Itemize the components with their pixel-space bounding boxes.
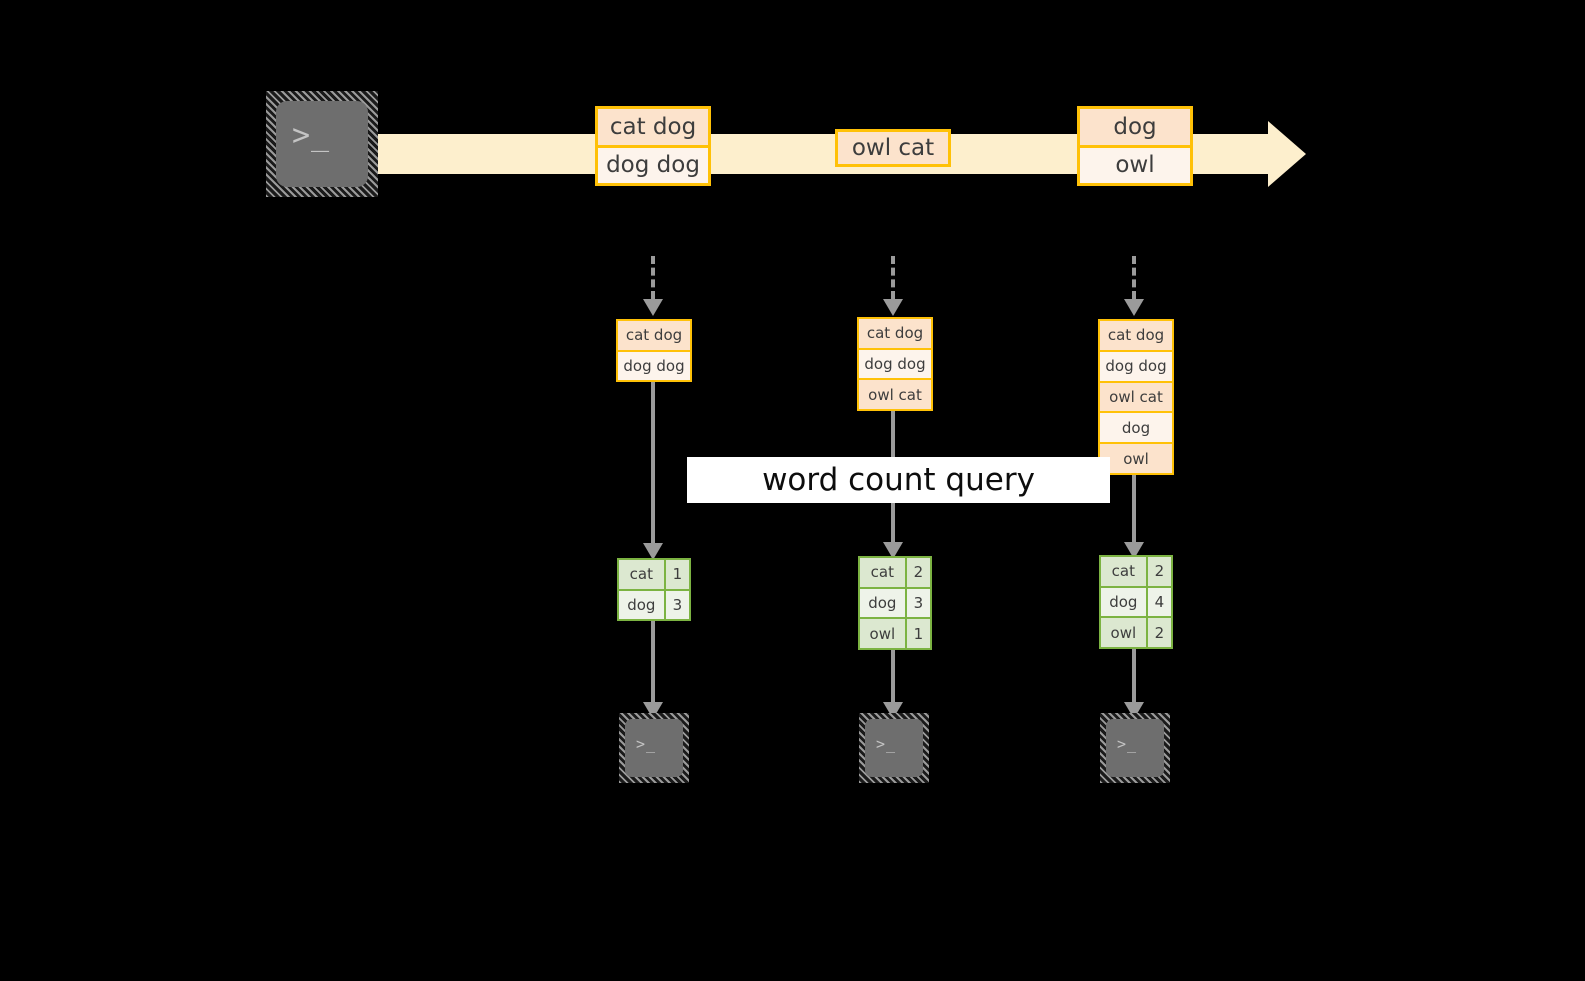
result-word: cat	[860, 558, 905, 587]
result-count: 2	[904, 558, 930, 587]
sink-terminal-icon-3[interactable]: >_	[1100, 713, 1170, 783]
result-to-sink-arrow	[643, 621, 663, 719]
stream-to-snapshot-arrow	[643, 256, 663, 316]
result-count: 1	[663, 560, 689, 589]
result-word: dog	[860, 588, 905, 618]
query-banner-label: word count query	[762, 462, 1035, 498]
stream-arrowhead	[1268, 121, 1306, 187]
stream-event-line: dog	[1080, 109, 1190, 145]
result-word: owl	[860, 619, 905, 649]
snapshot-table-3: cat dog dog dog owl cat dog owl	[1098, 319, 1174, 475]
table-row: dog 3	[619, 588, 689, 619]
query-banner: word count query	[687, 457, 1110, 503]
terminal-prompt-glyph: >_	[636, 735, 657, 753]
stream-event-line: dog dog	[598, 144, 708, 183]
snapshot-row: dog dog	[618, 349, 690, 380]
terminal-screen: >_	[276, 101, 368, 187]
sink-terminal-icon-1[interactable]: >_	[619, 713, 689, 783]
result-count: 4	[1145, 587, 1171, 617]
table-row: cat 2	[860, 558, 930, 587]
stream-event-line: owl	[1080, 144, 1190, 183]
table-row: dog 3	[860, 586, 930, 618]
snapshot-row: cat dog	[1100, 321, 1172, 350]
result-count: 1	[904, 619, 930, 649]
stream-event-3: dog owl	[1077, 106, 1193, 186]
snapshot-row: dog dog	[859, 347, 931, 379]
result-count: 3	[904, 588, 930, 618]
terminal-screen: >_	[865, 719, 923, 777]
result-count: 2	[1145, 557, 1171, 586]
result-to-sink-arrow	[1124, 649, 1144, 719]
result-table-3: cat 2 dog 4 owl 2	[1099, 555, 1173, 649]
stream-to-snapshot-arrow	[883, 256, 903, 316]
stream-to-snapshot-arrow	[1124, 256, 1144, 316]
stream-event-line: cat dog	[598, 109, 708, 145]
snapshot-row: dog	[1100, 411, 1172, 443]
stream-event-1: cat dog dog dog	[595, 106, 711, 186]
stream-event-line: owl cat	[838, 132, 948, 164]
snapshot-row: cat dog	[859, 319, 931, 348]
snapshot-row: owl cat	[859, 378, 931, 410]
result-word: cat	[1101, 557, 1146, 586]
terminal-screen: >_	[625, 719, 683, 777]
result-word: cat	[619, 560, 664, 589]
terminal-prompt-glyph: >_	[292, 118, 331, 153]
result-table-1: cat 1 dog 3	[617, 558, 691, 621]
snapshot-row: owl cat	[1100, 380, 1172, 412]
snapshot-row: dog dog	[1100, 349, 1172, 381]
result-word: dog	[619, 590, 664, 619]
sink-terminal-icon-2[interactable]: >_	[859, 713, 929, 783]
terminal-prompt-glyph: >_	[1117, 735, 1138, 753]
stream-event-2: owl cat	[835, 129, 951, 167]
table-row: owl 1	[860, 617, 930, 649]
snapshot-to-result-arrow	[1124, 475, 1144, 559]
table-row: owl 2	[1101, 616, 1171, 648]
table-row: cat 1	[619, 560, 689, 589]
terminal-prompt-glyph: >_	[876, 735, 897, 753]
snapshot-table-1: cat dog dog dog	[616, 319, 692, 382]
source-terminal-icon[interactable]: >_	[266, 91, 378, 197]
result-count: 2	[1145, 618, 1171, 648]
snapshot-row: cat dog	[618, 321, 690, 350]
table-row: dog 4	[1101, 585, 1171, 617]
snapshot-table-2: cat dog dog dog owl cat	[857, 317, 933, 411]
result-word: owl	[1101, 618, 1146, 648]
result-table-2: cat 2 dog 3 owl 1	[858, 556, 932, 650]
terminal-screen: >_	[1106, 719, 1164, 777]
result-count: 3	[663, 590, 689, 619]
result-word: dog	[1101, 587, 1146, 617]
table-row: cat 2	[1101, 557, 1171, 586]
snapshot-row: owl	[1100, 442, 1172, 473]
result-to-sink-arrow	[883, 650, 903, 719]
snapshot-to-result-arrow	[643, 382, 663, 560]
